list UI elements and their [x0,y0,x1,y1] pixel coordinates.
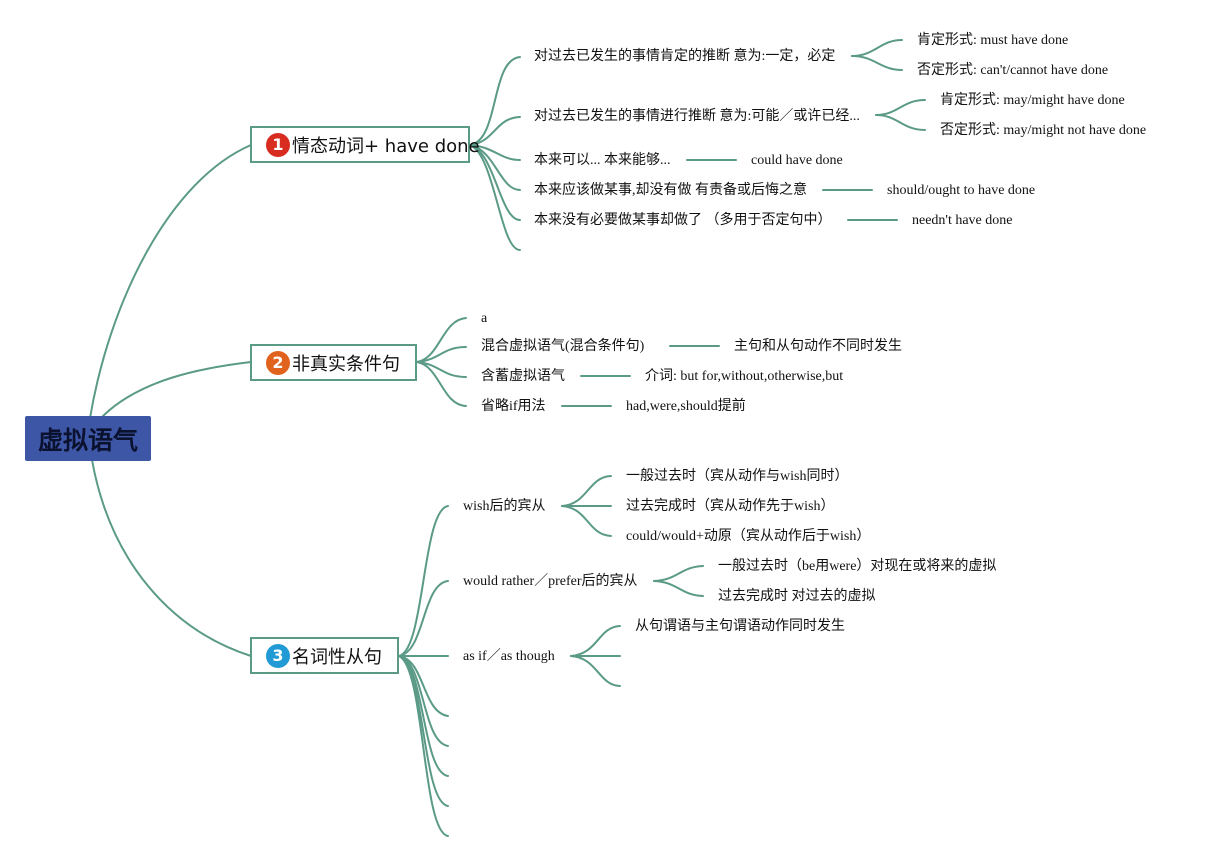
branch-label-2: 非真实条件句 [292,353,400,375]
b1-item-1-b[interactable]: 否定形式: can't/cannot have done [917,63,1109,78]
root-node[interactable]: 虚拟语气 [25,416,151,461]
number-3-icon: 3 [266,643,290,668]
b2-item-2-a[interactable]: 主句和从句动作不同时发生 [734,339,902,354]
link-b1-4 [469,144,521,191]
link-b3-2-fork-a [653,565,704,582]
link-b1-6 [469,144,521,251]
root-label: 虚拟语气 [37,425,138,455]
b1-item-2-a[interactable]: 肯定形式: may/might have done [940,93,1125,108]
link-b1-2-fork-b [875,114,926,131]
b1-item-4[interactable]: 本来应该做某事,却没有做 有责备或后悔之意 [534,183,807,198]
branch-label-1: 情态动词+ have done [292,135,480,157]
branch-node-2[interactable]: 2 非真实条件句 [250,344,417,381]
branch-node-1[interactable]: 1 情态动词+ have done [250,126,480,163]
b1-item-1-a[interactable]: 肯定形式: must have done [917,33,1069,48]
link-b3-1-fork-a [561,475,612,507]
link-root-b2 [102,361,252,417]
link-b2-4 [416,361,467,407]
b1-item-5[interactable]: 本来没有必要做某事却做了 （多用于否定句中） [534,213,832,228]
b3-item-1-b[interactable]: 过去完成时（宾从动作先于wish） [626,499,835,514]
link-b3-1-fork-c [561,505,612,537]
b2-item-2[interactable]: 混合虚拟语气(混合条件句) [481,339,645,354]
link-b3-3-fork-c [570,655,621,687]
link-b2-2 [416,346,467,363]
link-b3-8 [398,655,449,837]
branch-node-3[interactable]: 3 名词性从句 [250,637,399,674]
link-b3-2-fork-b [653,580,704,597]
link-b1-2 [469,116,521,146]
link-b1-1-fork-a [851,39,903,57]
link-root-b3 [91,459,252,657]
link-b2-1 [416,317,467,363]
link-b3-1 [398,505,449,657]
b1-item-4-a[interactable]: should/ought to have done [887,183,1036,198]
link-b3-3-fork-a [570,625,621,657]
b3-item-2-a[interactable]: 一般过去时（be用were）对现在或将来的虚拟 [718,559,997,574]
number-1-icon: 1 [266,132,290,157]
branch-label-3: 名词性从句 [292,646,382,668]
b1-item-2-b[interactable]: 否定形式: may/might not have done [940,123,1147,138]
link-b1-2-fork-a [875,99,926,116]
b3-item-3-a[interactable]: 从句谓语与主句谓语动作同时发生 [635,619,845,634]
b3-item-2[interactable]: would rather／prefer后的宾从 [463,574,638,589]
b1-item-3[interactable]: 本来可以... 本来能够... [534,153,671,168]
b1-item-1[interactable]: 对过去已发生的事情肯定的推断 意为:一定，必定 [534,49,836,64]
b1-item-2[interactable]: 对过去已发生的事情进行推断 意为:可能／或许已经... [534,109,860,124]
b2-item-3-a[interactable]: 介词: but for,without,otherwise,but [645,369,844,384]
b1-item-5-a[interactable]: needn't have done [912,213,1013,228]
b3-item-2-b[interactable]: 过去完成时 对过去的虚拟 [718,589,876,604]
b3-item-3[interactable]: as if／as though [463,649,555,664]
b2-item-3[interactable]: 含蓄虚拟语气 [481,369,565,384]
link-root-b1 [89,144,252,419]
b2-item-4-a[interactable]: had,were,should提前 [626,399,746,414]
link-b3-2 [398,580,449,657]
number-2-icon: 2 [266,350,290,375]
b2-item-4[interactable]: 省略if用法 [481,399,546,414]
b3-item-1[interactable]: wish后的宾从 [463,499,546,514]
link-b3-7 [398,655,449,807]
b3-item-1-c[interactable]: could/would+动原（宾从动作后于wish） [626,529,871,544]
b3-item-1-a[interactable]: 一般过去时（宾从动作与wish同时） [626,469,849,484]
b1-item-3-a[interactable]: could have done [751,153,843,168]
link-b1-1-fork-b [851,55,903,71]
link-b1-1 [469,56,521,146]
b2-item-1[interactable]: a [481,311,488,326]
link-b3-6 [398,655,449,777]
